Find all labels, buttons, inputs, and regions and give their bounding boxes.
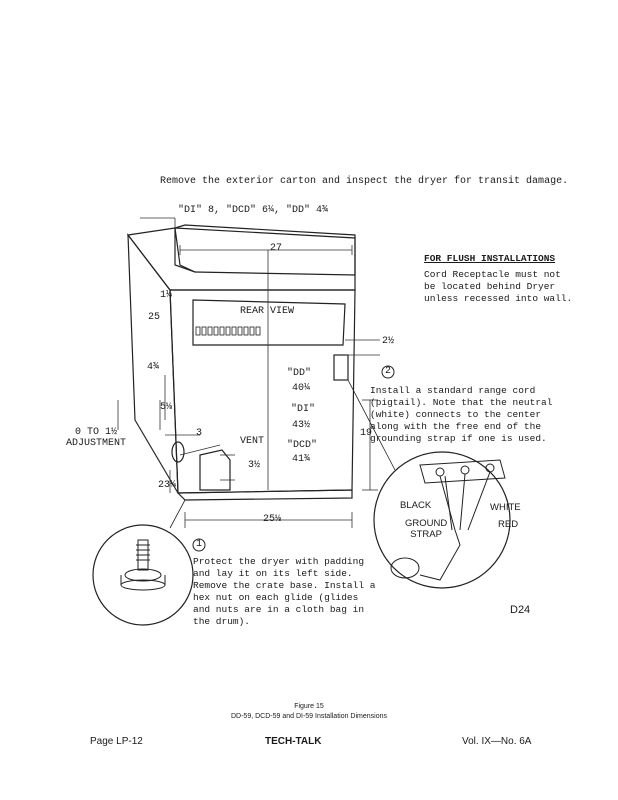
cabinet-front xyxy=(169,289,356,494)
step-2-badge xyxy=(381,365,395,379)
ground-strap-label: GROUND STRAP xyxy=(405,518,448,540)
dimension-lines xyxy=(117,217,380,528)
di-value: 43½ xyxy=(292,420,311,431)
wire-white-label: WHITE xyxy=(490,502,521,513)
dim-3-label: 3 xyxy=(196,428,203,439)
dcd-value: 41¾ xyxy=(292,454,311,465)
dcd-label: "DCD" xyxy=(287,440,318,451)
dim-4-3-4-label: 4¾ xyxy=(147,362,160,373)
figure-caption-subtitle: DD-59, DCD-59 and DI-59 Installation Dim… xyxy=(230,713,387,720)
adjustment-label: 0 TO 1½ ADJUSTMENT xyxy=(66,427,127,449)
wire-black-label: BLACK xyxy=(400,500,432,511)
footer-publication: TECH-TALK xyxy=(265,736,322,747)
terminal-block xyxy=(390,459,506,581)
top-offset-label: "DI" 8, "DCD" 6¼, "DD" 4¾ xyxy=(178,205,329,216)
dim-23-1-4-label: 23¼ xyxy=(158,480,177,491)
base-width-label: 25⅛ xyxy=(263,514,282,525)
figure-code: D24 xyxy=(510,604,531,616)
footer-volume: Vol. IX—No. 6A xyxy=(462,736,532,747)
dd-value: 40¼ xyxy=(292,383,311,394)
dd-label: "DD" xyxy=(287,368,312,379)
width-label: 27 xyxy=(270,243,283,254)
vent-opening xyxy=(171,441,185,463)
glide-detail-circle xyxy=(92,524,194,626)
step-2-number: 2 xyxy=(385,366,392,377)
step-1-text: Protect the dryer with padding and lay i… xyxy=(193,556,376,627)
step-2-text: Install a standard range cord (pigtail).… xyxy=(370,385,553,444)
depth-label: 25 xyxy=(148,312,161,323)
wiring-detail-circle xyxy=(373,451,511,589)
dim-19-label: 19 xyxy=(360,428,373,439)
glide-part xyxy=(120,539,166,591)
intro-text: Remove the exterior carton and inspect t… xyxy=(160,176,569,187)
vent-label: VENT xyxy=(240,436,265,447)
footer-page-number: Page LP-12 xyxy=(90,736,143,747)
top-depth-label: 1¼ xyxy=(160,290,173,301)
step-1-badge xyxy=(192,538,206,552)
flush-installations-note: Cord Receptacle must not be located behi… xyxy=(424,269,573,304)
rear-panel xyxy=(192,299,346,346)
vent-slots xyxy=(195,326,261,336)
wire-red-label: RED xyxy=(498,519,519,530)
dim-3-1-2-label: 3½ xyxy=(248,460,261,471)
top-ledge xyxy=(174,224,356,276)
flush-installations-title: FOR FLUSH INSTALLATIONS xyxy=(424,253,556,264)
figure-caption-title: Figure 15 xyxy=(294,703,324,710)
cabinet-top xyxy=(126,227,356,291)
cord-receptacle-box xyxy=(333,354,349,381)
dim-2-1-2-label: 2½ xyxy=(382,336,395,347)
step-1-number: 1 xyxy=(196,539,203,550)
di-label: "DI" xyxy=(291,404,316,415)
vent-box xyxy=(199,449,231,491)
rear-view-label: REAR VIEW xyxy=(240,306,295,317)
dim-5-1-8-label: 5⅛ xyxy=(160,402,173,413)
